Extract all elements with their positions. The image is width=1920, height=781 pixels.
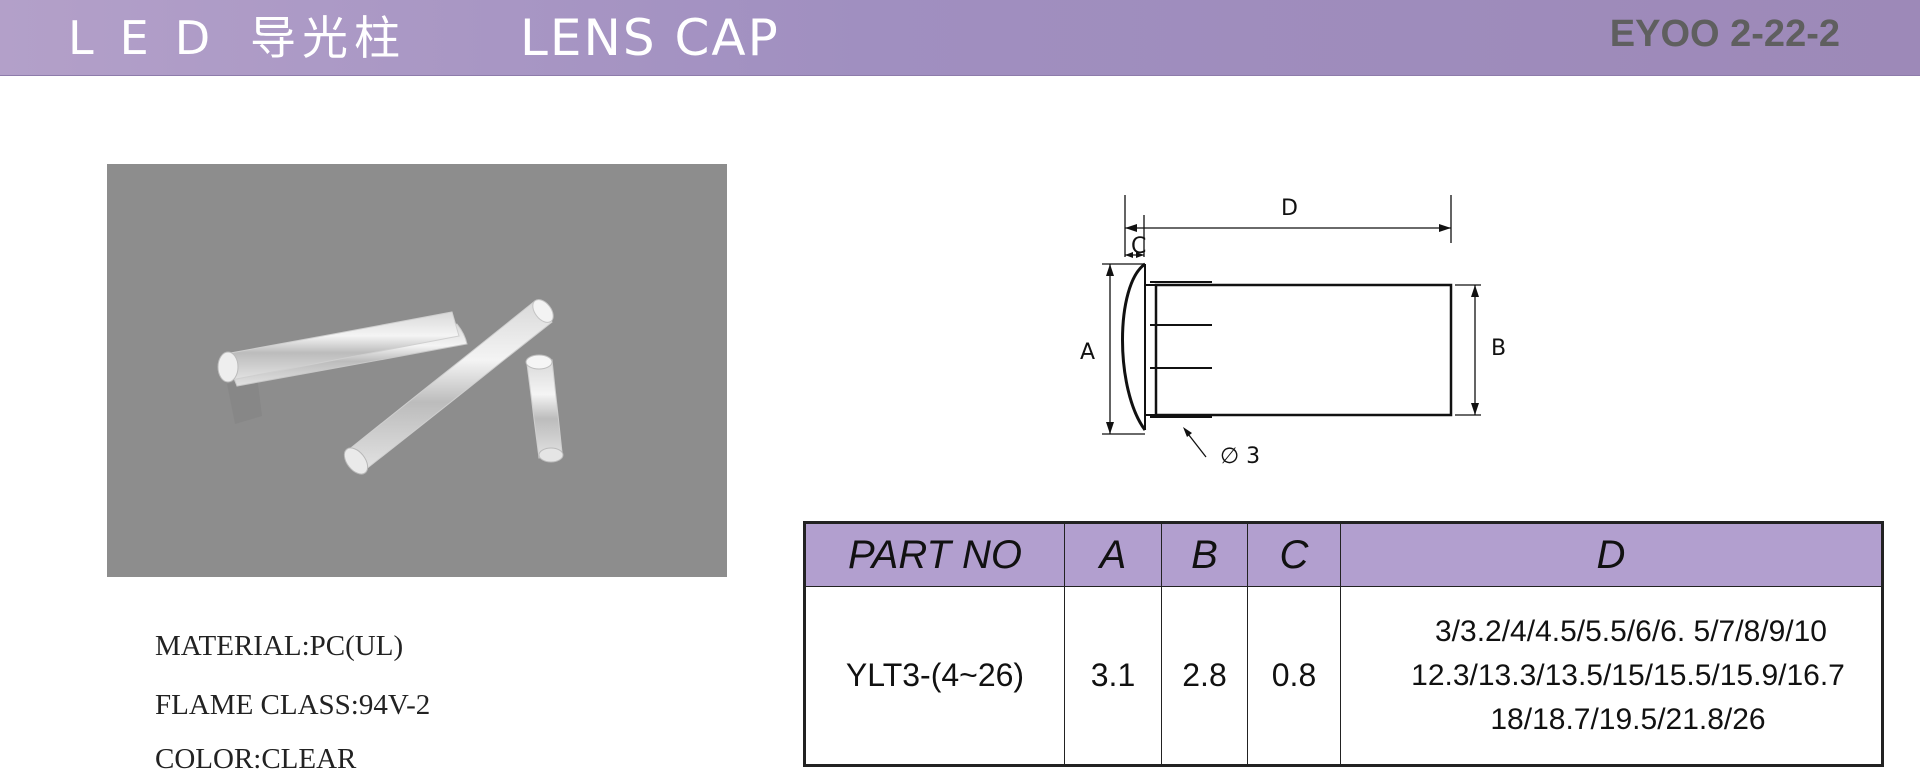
header-banner: LED 导光柱 LENS CAP EYOO 2-22-2: [0, 0, 1920, 76]
rod-diagonal: [343, 299, 554, 475]
rod-long: [217, 311, 468, 424]
label-diameter: ∅ 3: [1220, 444, 1260, 469]
parts-table: PART NO A B C D YLT3-(4~26) 3.1 2.8 0.8 …: [803, 521, 1884, 767]
label-c: C: [1131, 234, 1146, 259]
col-header-c: C: [1247, 522, 1341, 587]
cell-d: 3/3.2/4/4.5/5.5/6/6. 5/7/8/9/10 12.3/13.…: [1340, 586, 1883, 766]
technical-drawing: D C A B ∅ 3: [1070, 185, 1550, 475]
table-row: YLT3-(4~26) 3.1 2.8 0.8 3/3.2/4/4.5/5.5/…: [804, 586, 1883, 766]
cell-part-no: YLT3-(4~26): [804, 586, 1065, 766]
dimension-diagram: D C A B ∅ 3: [1080, 195, 1506, 469]
title-led: LED: [68, 11, 237, 65]
d-values-line-1: 3/3.2/4/4.5/5.5/6/6. 5/7/8/9/10: [1435, 614, 1827, 648]
d-values-line-2: 12.3/13.3/13.5/15/15.5/15.9/16.7: [1411, 658, 1845, 692]
spec-color: COLOR:CLEAR: [155, 743, 357, 775]
label-a: A: [1080, 340, 1095, 365]
col-header-a: A: [1064, 522, 1162, 587]
col-header-b: B: [1161, 522, 1248, 587]
lens-cap-photo-image: [217, 299, 564, 475]
cell-a: 3.1: [1064, 586, 1162, 766]
label-d: D: [1281, 196, 1298, 221]
col-header-part-no: PART NO: [804, 522, 1065, 587]
product-photo: [107, 164, 727, 577]
title-chinese: 导光柱: [250, 11, 406, 65]
product-code: EYOO 2-22-2: [1609, 13, 1840, 55]
table-header-row: PART NO A B C D: [804, 522, 1883, 587]
cell-c: 0.8: [1247, 586, 1341, 766]
d-values-line-3: 18/18.7/19.5/21.8/26: [1490, 702, 1766, 736]
rod-short: [525, 354, 564, 463]
title-english: LENS CAP: [520, 9, 780, 67]
label-b: B: [1491, 336, 1506, 361]
spec-flame-class: FLAME CLASS:94V-2: [155, 689, 431, 721]
cell-b: 2.8: [1161, 586, 1248, 766]
spec-material: MATERIAL:PC(UL): [155, 630, 404, 662]
col-header-d: D: [1340, 522, 1883, 587]
